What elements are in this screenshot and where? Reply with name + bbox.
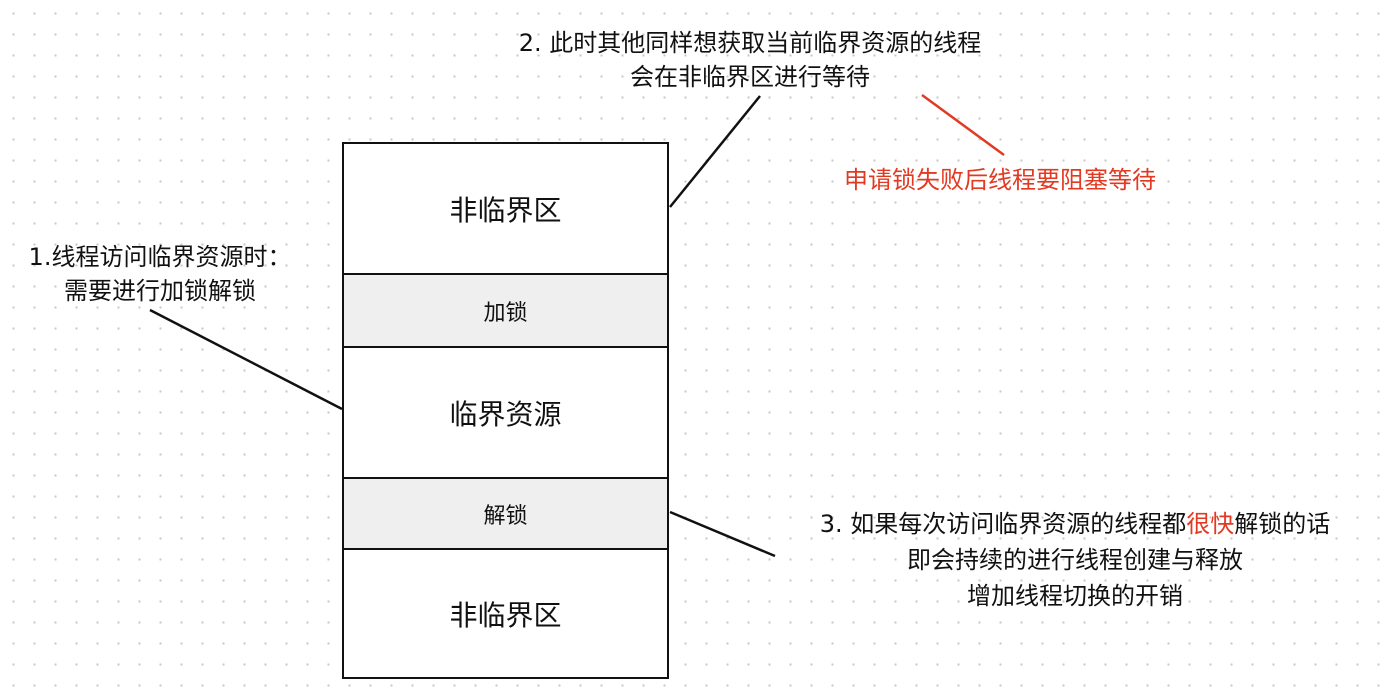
non-critical-block-top: 非临界区 bbox=[344, 144, 667, 273]
non-critical-label-bottom: 非临界区 bbox=[449, 598, 562, 632]
note3-line3: 增加线程切换的开销 bbox=[967, 582, 1183, 610]
note-thread-access: 1.线程访问临界资源时： 需要进行加锁解锁 bbox=[0, 240, 320, 308]
unlock-block: 解锁 bbox=[344, 477, 667, 548]
non-critical-label-top: 非临界区 bbox=[449, 193, 562, 227]
lock-label: 加锁 bbox=[483, 300, 528, 326]
lock-stack: 非临界区 加锁 临界资源 解锁 非临界区 bbox=[342, 142, 669, 679]
note3-line1: 3. 如果每次访问临界资源的线程都很快解锁的话 bbox=[770, 506, 1380, 542]
critical-resource-label: 临界资源 bbox=[449, 397, 562, 431]
critical-resource-block: 临界资源 bbox=[344, 346, 667, 477]
note3-line1-prefix: 3. 如果每次访问临界资源的线程都 bbox=[819, 510, 1187, 538]
note3-line2: 即会持续的进行线程创建与释放 bbox=[907, 546, 1243, 574]
non-critical-block-bottom: 非临界区 bbox=[344, 548, 667, 677]
note2-line1: 2. 此时其他同样想获取当前临界资源的线程 bbox=[518, 29, 982, 57]
connector-note3-to-unlock bbox=[669, 510, 776, 558]
connector-note1-to-critical bbox=[149, 308, 343, 411]
connector-note2-to-top-block bbox=[669, 95, 761, 208]
lock-block: 加锁 bbox=[344, 273, 667, 346]
note3-highlight: 很快 bbox=[1186, 510, 1235, 538]
connector-red-arrow bbox=[921, 93, 1005, 157]
unlock-label: 解锁 bbox=[483, 503, 528, 529]
note-lock-failure: 申请锁失败后线程要阻塞等待 bbox=[844, 166, 1156, 194]
note1-line1: 1.线程访问临界资源时： bbox=[28, 243, 292, 271]
note-unlock-overhead: 3. 如果每次访问临界资源的线程都很快解锁的话 即会持续的进行线程创建与释放 增… bbox=[770, 506, 1380, 614]
note3-line1-suffix: 解锁的话 bbox=[1234, 510, 1331, 538]
note2-line2: 会在非临界区进行等待 bbox=[630, 63, 870, 91]
note-waiting-threads: 2. 此时其他同样想获取当前临界资源的线程 会在非临界区进行等待 bbox=[470, 26, 1030, 94]
note1-line2: 需要进行加锁解锁 bbox=[64, 277, 256, 305]
